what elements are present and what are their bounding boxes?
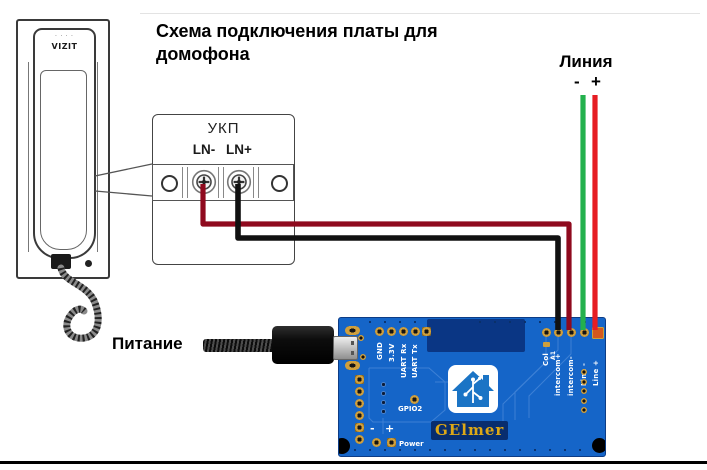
- screw-terminal-ln-plus-icon: [226, 169, 252, 195]
- power-plus-sign: +: [385, 422, 395, 435]
- pcb-brand-badge: GElmer: [431, 421, 509, 440]
- pad-label-3v3: 3.3V: [387, 343, 396, 362]
- via-hole: [381, 400, 386, 405]
- terminal-divider: [253, 167, 259, 198]
- line-label: Линия: [559, 52, 613, 71]
- pad-right-col: [581, 397, 587, 404]
- gpio2-label: GPIO2: [398, 405, 423, 413]
- pad-label-col: Col: [541, 353, 550, 366]
- power-silkscreen-label: Power: [399, 440, 424, 448]
- line-minus-sign: -: [574, 72, 580, 91]
- terminal-hole-left: [161, 175, 178, 192]
- handset-cradle-line-left: [28, 62, 29, 252]
- terminal-ln-minus-label: LN-: [192, 142, 216, 157]
- via-row: [369, 321, 419, 323]
- pad-label-intercom-plus: intercom+: [553, 353, 562, 396]
- pad-left-col: [355, 411, 364, 420]
- pad-power-plus: [386, 437, 396, 447]
- pad-label-line-plus: Line +: [591, 359, 600, 386]
- terminal-ln-plus-label: LN+: [226, 142, 252, 157]
- usb-cable: [203, 339, 275, 352]
- handset-cord-grip: [51, 254, 71, 269]
- esp-module: [427, 319, 525, 352]
- pad-left-col: [355, 423, 364, 432]
- pad-col: [541, 327, 551, 337]
- pcb-board: GND 3.3V UART Rx UART Tx GPIO2 - + Power: [338, 317, 606, 457]
- terminal-hole-right: [271, 175, 288, 192]
- top-faint-line: [140, 13, 700, 14]
- pad-small: [360, 354, 366, 360]
- ukp-box: УКП LN- LN+: [152, 114, 295, 265]
- bottom-rule: [0, 461, 707, 464]
- terminal-divider: [218, 167, 224, 198]
- pad-right-col: [581, 407, 587, 413]
- pad-uart-tx: [410, 327, 420, 336]
- pad-oval: [345, 326, 360, 335]
- handset-brand: VIZIT: [51, 42, 78, 51]
- pad-intercom-minus: [566, 327, 576, 337]
- pad-left-col: [355, 387, 364, 396]
- pad-right-col: [581, 369, 587, 375]
- pad-uart-rx: [398, 327, 408, 336]
- pad-label-uart-tx: UART Tx: [411, 344, 419, 378]
- pad-left-col: [355, 399, 364, 408]
- line-plus-sign: +: [591, 72, 601, 91]
- pad-gnd: [374, 327, 384, 336]
- handset-cradle-line-right: [97, 62, 98, 252]
- pad-label-gnd: GND: [375, 341, 384, 360]
- via-hole: [381, 382, 386, 387]
- pad-line-plus: [591, 327, 604, 339]
- handset-speaker-dots: ∙ ∙ ∙ ∙: [55, 33, 74, 39]
- pad-label-intercom-minus: intercom-: [566, 356, 575, 396]
- pad-intercom-plus: [553, 327, 563, 337]
- home-assistant-house-icon: [452, 371, 494, 407]
- terminal-divider: [182, 167, 188, 198]
- via-hole: [381, 391, 386, 396]
- pcb-brand: GElmer: [435, 421, 505, 439]
- power-minus-sign: -: [370, 422, 375, 435]
- via-row: [479, 321, 594, 323]
- usb-connector-body: [272, 326, 334, 364]
- pad-left-col: [355, 435, 364, 444]
- pad-small: [358, 335, 364, 341]
- component-a1: [543, 342, 550, 347]
- mounting-hole: [339, 438, 350, 454]
- handset-button-dot: [85, 260, 92, 267]
- pad-power-minus: [371, 437, 381, 447]
- pad-oval: [345, 361, 360, 370]
- pad-line-minus: [579, 327, 589, 337]
- usb-connector-metal-tip: [333, 336, 358, 360]
- via-hole: [381, 409, 386, 414]
- pad-gpio2: [409, 394, 419, 404]
- home-assistant-logo: [448, 365, 498, 413]
- pad-label-uart-rx: UART Rx: [399, 343, 408, 378]
- ukp-label: УКП: [207, 120, 240, 137]
- pad-3v3: [386, 327, 396, 336]
- screw-terminal-ln-minus-icon: [191, 169, 217, 195]
- pad-square-top: [422, 327, 431, 336]
- pad-right-col: [581, 378, 587, 385]
- pad-right-col: [581, 388, 587, 394]
- mounting-hole: [591, 437, 605, 453]
- page-title: Схема подключения платы для домофона: [156, 21, 438, 65]
- pad-left-col: [355, 375, 364, 384]
- handset-handle-outline: [40, 70, 87, 250]
- handset-body: ∙ ∙ ∙ ∙ VIZIT: [33, 28, 96, 259]
- via-row: [354, 449, 584, 451]
- power-label: Питание: [112, 334, 183, 353]
- intercom-handset: ∙ ∙ ∙ ∙ VIZIT: [0, 0, 130, 360]
